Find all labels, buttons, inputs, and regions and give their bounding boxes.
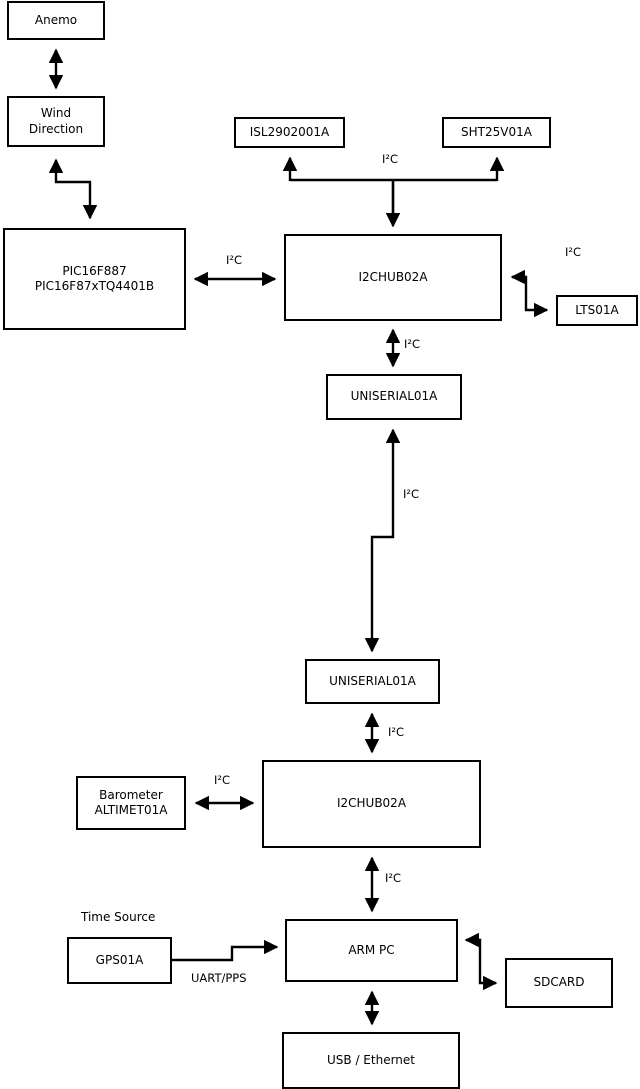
node-pic-microcontroller-label: PIC16F887 PIC16F87xTQ4401B: [34, 263, 155, 293]
connector-armpc-sdcard: [464, 932, 498, 991]
connector-gps-armpc: [172, 939, 279, 962]
node-uniserial01a-bottom-label: UNISERIAL01A: [329, 673, 416, 688]
connector-uniserial-uniserial: [364, 428, 401, 653]
node-anemo[interactable]: Anemo: [7, 1, 105, 40]
connector-pic-wind: [48, 158, 98, 220]
node-sht25v01a-label: SHT25V01A: [461, 124, 532, 139]
node-lts01a[interactable]: LTS01A: [556, 295, 638, 326]
node-isl2902001a[interactable]: ISL2902001A: [234, 117, 345, 148]
node-uniserial01a-top-label: UNISERIAL01A: [350, 389, 438, 404]
node-usb-ethernet-label: USB / Ethernet: [327, 1052, 415, 1067]
node-arm-pc-label: ARM PC: [348, 942, 395, 957]
node-wind-direction-label: Wind Direction: [28, 106, 84, 136]
edge-label-sensor-bus-text: I²C: [382, 152, 399, 166]
node-wind-direction[interactable]: Wind Direction: [7, 96, 105, 147]
edge-label-pic-hub: I²C: [226, 253, 243, 267]
node-i2chub02a-bottom[interactable]: I2CHUB02A: [262, 760, 481, 848]
node-uniserial01a-bottom[interactable]: UNISERIAL01A: [305, 659, 440, 704]
node-sdcard-label: SDCARD: [533, 975, 585, 990]
node-arm-pc[interactable]: ARM PC: [285, 919, 458, 982]
node-isl2902001a-label: ISL2902001A: [249, 124, 330, 139]
edge-label-barometer-hub-text: I²C: [214, 773, 231, 787]
edge-label-uniserial-uniserial-text: I²C: [403, 487, 420, 501]
edge-label-uniserial-hub-bottom: I²C: [388, 725, 405, 739]
label-time-source: Time Source: [81, 911, 155, 923]
node-barometer-altimet01a-label: Barometer ALTIMET01A: [94, 787, 168, 817]
node-sht25v01a[interactable]: SHT25V01A: [442, 117, 551, 148]
node-i2chub02a-bottom-label: I2CHUB02A: [336, 796, 407, 811]
node-gps01a-label: GPS01A: [95, 952, 144, 967]
node-gps01a[interactable]: GPS01A: [67, 937, 172, 984]
edge-label-sensor-bus: I²C: [382, 152, 399, 166]
edge-label-uniserial-hub-bottom-text: I²C: [388, 725, 405, 739]
node-lts01a-label: LTS01A: [575, 302, 619, 317]
edge-label-hub-armpc-text: I²C: [385, 871, 402, 885]
edge-label-barometer-hub: I²C: [214, 773, 231, 787]
edge-label-hub-uniserial-text: I²C: [404, 337, 421, 351]
edge-label-hub-lts: I²C: [565, 245, 582, 259]
connector-hubtop-lts: [510, 269, 549, 318]
edge-label-gps-armpc-text: UART/PPS: [191, 971, 247, 985]
node-pic-microcontroller[interactable]: PIC16F887 PIC16F87xTQ4401B: [3, 228, 186, 330]
node-barometer-altimet01a[interactable]: Barometer ALTIMET01A: [76, 776, 186, 830]
node-sdcard[interactable]: SDCARD: [505, 958, 613, 1008]
edge-label-uniserial-uniserial: I²C: [403, 487, 420, 501]
label-time-source-text: Time Source: [81, 910, 156, 924]
edge-label-pic-hub-text: I²C: [226, 253, 243, 267]
connector-hubtop-sensors: [282, 156, 505, 228]
node-i2chub02a-top[interactable]: I2CHUB02A: [284, 234, 502, 321]
node-usb-ethernet[interactable]: USB / Ethernet: [282, 1032, 460, 1089]
edge-label-hub-armpc: I²C: [385, 871, 402, 885]
edge-label-hub-lts-text: I²C: [565, 245, 582, 259]
node-uniserial01a-top[interactable]: UNISERIAL01A: [326, 374, 462, 420]
edge-label-gps-armpc: UART/PPS: [191, 971, 247, 985]
node-anemo-label: Anemo: [34, 12, 78, 27]
node-i2chub02a-top-label: I2CHUB02A: [358, 269, 428, 284]
edge-label-hub-uniserial: I²C: [404, 337, 421, 351]
